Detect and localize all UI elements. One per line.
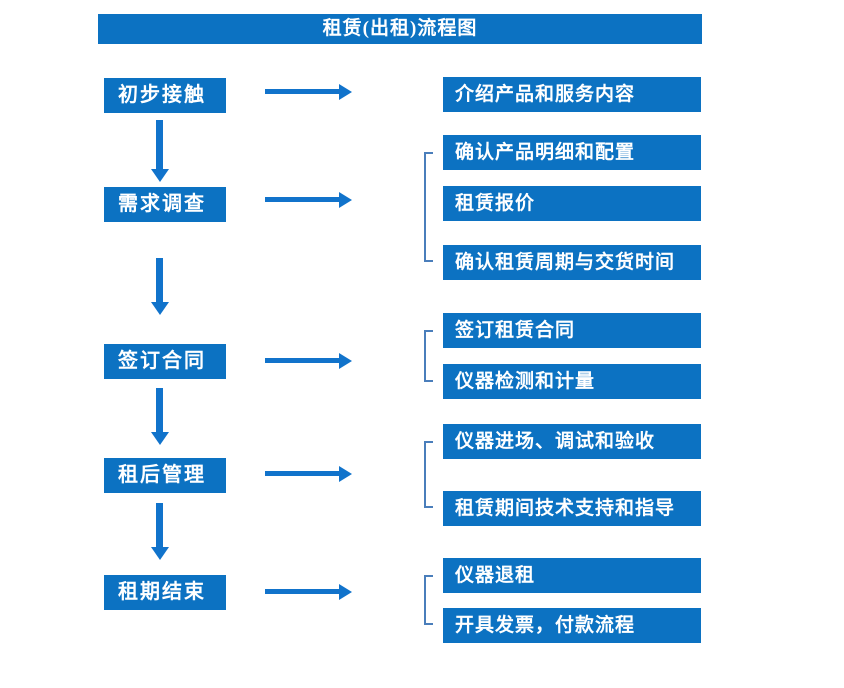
detail-box-instrument-testing-metering: 仪器检测和计量 (443, 364, 701, 399)
stage-box-lease-end: 租期结束 (104, 575, 226, 610)
down-arrow-icon-1 (156, 120, 163, 169)
detail-box-invoice-payment: 开具发票，付款流程 (443, 608, 701, 643)
bracket-group-demand-survey (424, 152, 433, 262)
detail-box-sign-rental-contract: 签订租赁合同 (443, 313, 701, 348)
detail-box-confirm-product-details: 确认产品明细和配置 (443, 135, 701, 170)
right-arrow-icon-5 (265, 589, 339, 594)
down-arrow-icon-4 (156, 503, 163, 547)
stage-box-demand-survey: 需求调查 (104, 187, 226, 222)
stage-box-sign-contract: 签订合同 (104, 344, 226, 379)
detail-box-confirm-period-delivery: 确认租赁周期与交货时间 (443, 245, 701, 280)
bracket-group-lease-end (424, 575, 433, 625)
down-arrow-icon-3 (156, 388, 163, 432)
detail-box-rental-quotation: 租赁报价 (443, 186, 701, 221)
down-arrow-icon-2 (156, 258, 163, 302)
detail-box-instrument-return: 仪器退租 (443, 558, 701, 593)
detail-box-instrument-setup-acceptance: 仪器进场、调试和验收 (443, 424, 701, 459)
detail-box-rental-tech-support: 租赁期间技术支持和指导 (443, 491, 701, 526)
right-arrow-icon-3 (265, 358, 339, 363)
bracket-group-sign-contract (424, 330, 433, 382)
bracket-group-post-rental (424, 441, 433, 508)
detail-box-intro-products-services: 介绍产品和服务内容 (443, 77, 701, 112)
diagram-title: 租赁(出租)流程图 (98, 14, 702, 44)
right-arrow-icon-1 (265, 89, 339, 94)
stage-box-post-rental-management: 租后管理 (104, 458, 226, 493)
right-arrow-icon-4 (265, 471, 339, 476)
right-arrow-icon-2 (265, 197, 339, 202)
stage-box-initial-contact: 初步接触 (104, 78, 226, 113)
